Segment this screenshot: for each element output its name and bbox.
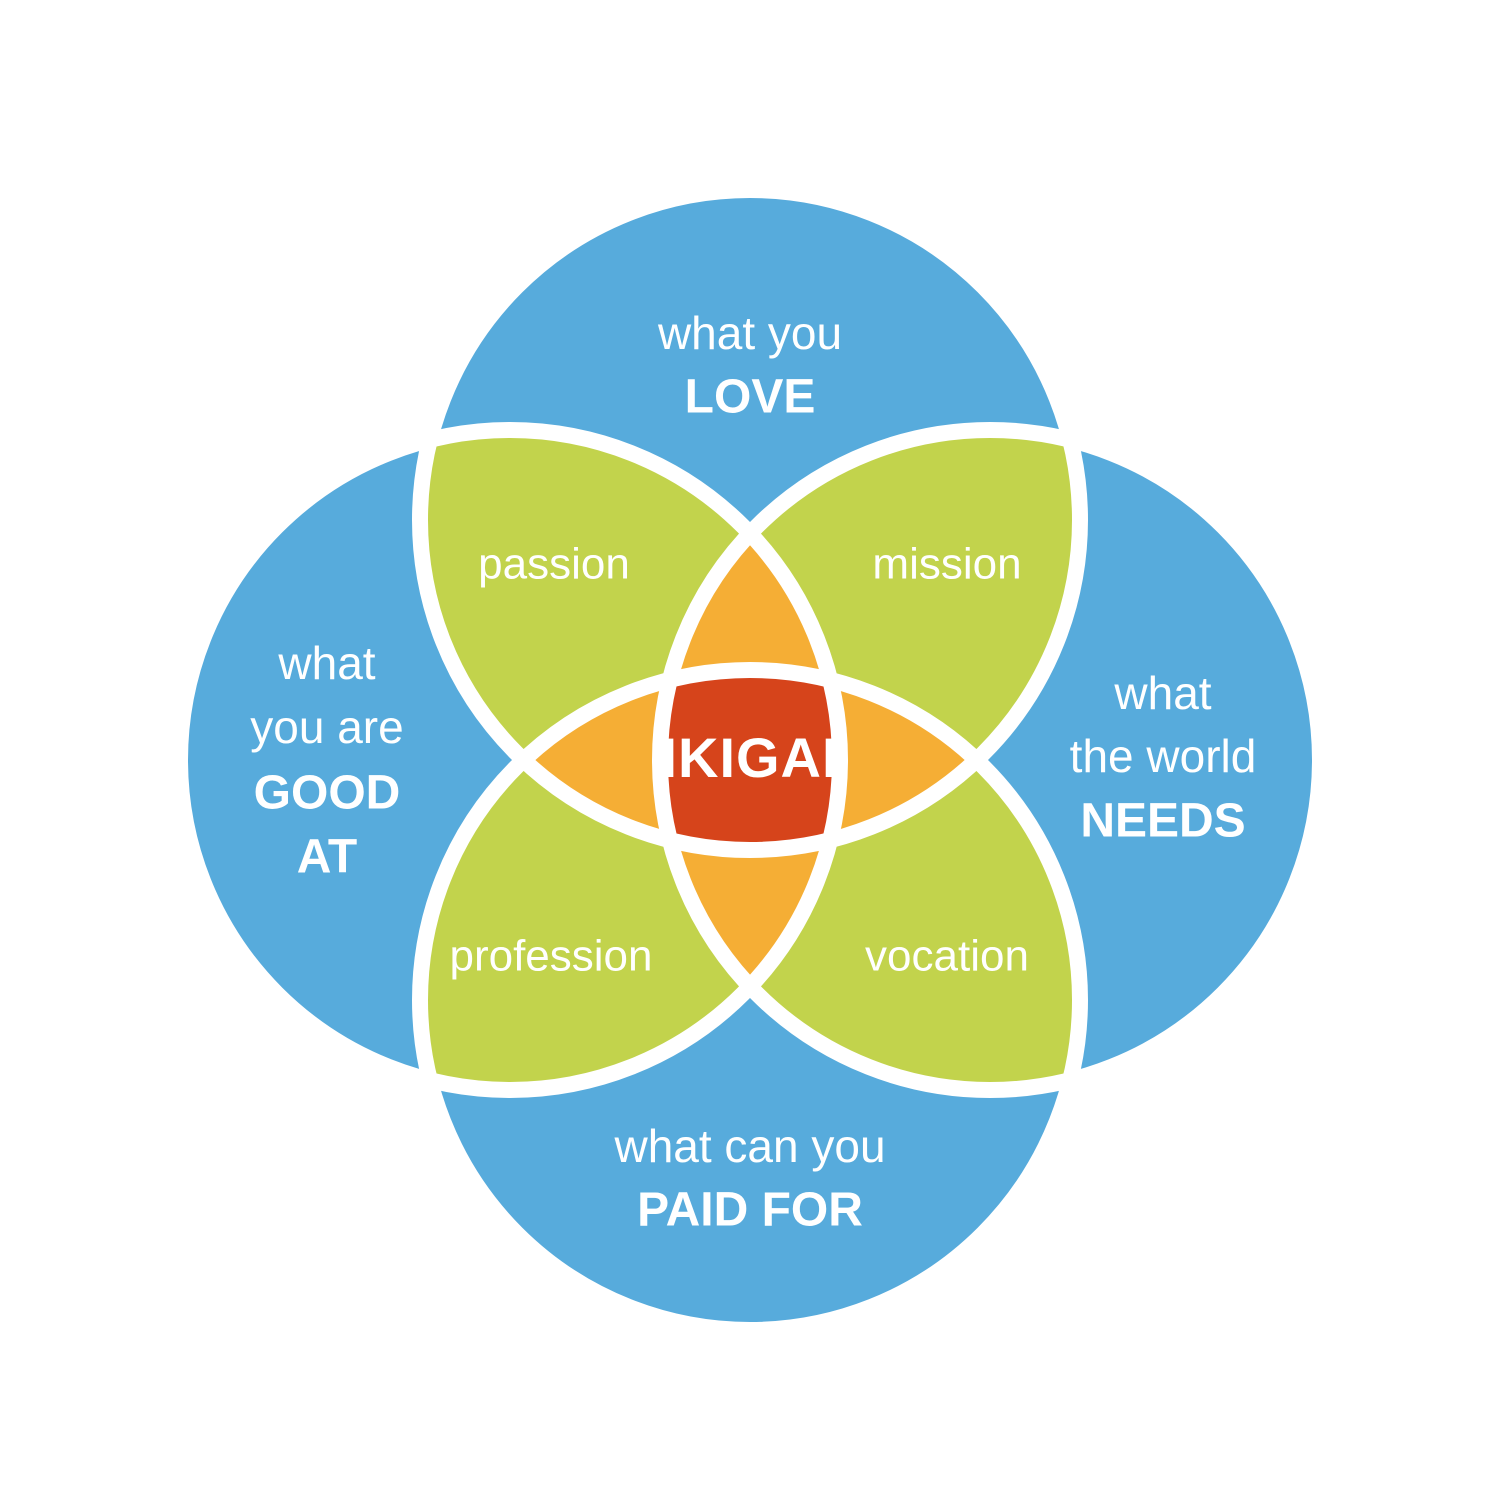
paid-for-label-line2: PAID FOR [637, 1184, 863, 1237]
ikigai-label: IKIGAI [661, 726, 838, 789]
world-needs-label-line3: NEEDS [1080, 795, 1245, 848]
good-at-label-line2: you are [250, 701, 403, 753]
passion-label: passion [478, 540, 630, 589]
good-at-label-line3: GOOD [254, 767, 401, 820]
love-label-line1: what you [657, 307, 842, 359]
outline-good-at [172, 422, 848, 1098]
profession-label: profession [449, 932, 652, 981]
good-at-label-line4: AT [297, 831, 357, 884]
mission-label: mission [872, 540, 1021, 589]
circle-outlines [172, 182, 1328, 1338]
outline-world-needs [652, 422, 1328, 1098]
love-label-line2: LOVE [685, 371, 816, 424]
world-needs-label-line2: the world [1070, 730, 1257, 782]
good-at-label-line1: what [277, 637, 375, 689]
outline-paid-for [412, 662, 1088, 1338]
vocation-label: vocation [865, 932, 1029, 981]
world-needs-label-line1: what [1113, 667, 1211, 719]
outline-love [412, 182, 1088, 858]
paid-for-label-line1: what can you [613, 1120, 885, 1172]
